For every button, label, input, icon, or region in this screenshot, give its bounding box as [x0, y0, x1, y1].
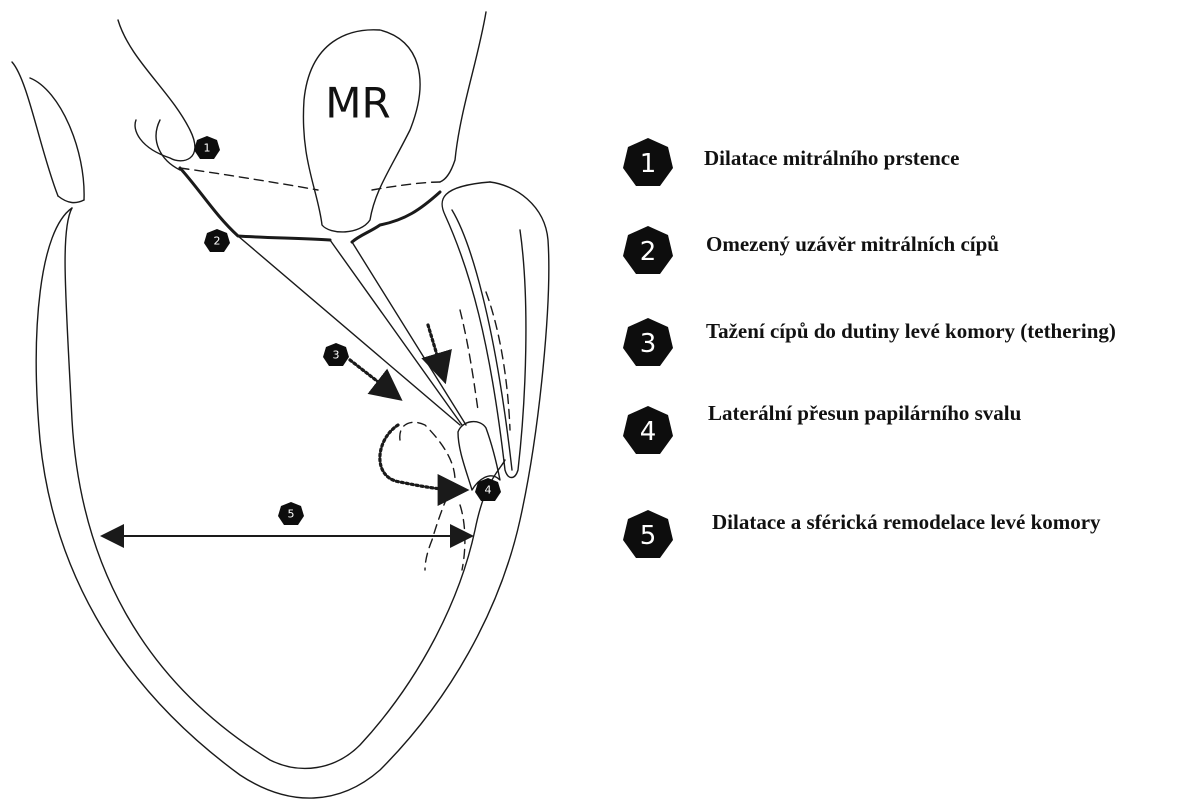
- svg-text:1: 1: [204, 142, 211, 155]
- chorda-3: [352, 242, 466, 425]
- left-atrium-wall-inner: [156, 120, 180, 170]
- legend-label-4: Laterální přesun papilárního svalu: [708, 401, 1022, 425]
- legend-label-2: Omezený uzávěr mitrálních cípů: [706, 232, 999, 256]
- legend-badge-number: 2: [640, 237, 657, 267]
- svg-text:4: 4: [485, 484, 492, 497]
- svg-text:2: 2: [214, 235, 221, 248]
- aorta-outline-left: [12, 62, 58, 196]
- legend-item-1: 1 Dilatace mitrálního prstence: [623, 138, 959, 186]
- chorda-1: [238, 236, 460, 425]
- wall-dashed-lower: [460, 505, 465, 570]
- figure-marker-3: 3: [323, 343, 349, 366]
- wall-dashed-inner-1: [460, 310, 478, 410]
- legend-item-4: 4 Laterální přesun papilárního svalu: [623, 401, 1022, 454]
- tethering-arrow-left: [350, 360, 395, 395]
- posterior-leaflet: [352, 192, 440, 242]
- heart-drawing: MR: [12, 12, 549, 798]
- posterior-wall-outer: [442, 182, 526, 478]
- svg-text:5: 5: [288, 508, 295, 521]
- papillary-origin-dashed: [400, 422, 455, 570]
- atrium-right-wall: [440, 12, 486, 182]
- legend-item-2: 2 Omezený uzávěr mitrálních cípů: [623, 226, 999, 274]
- figure-marker-2: 2: [204, 229, 230, 252]
- svg-text:3: 3: [333, 349, 340, 362]
- legend-label-5: Dilatace a sférická remodelace levé komo…: [712, 510, 1101, 534]
- chorda-2: [330, 240, 462, 425]
- legend-item-3: 3 Tažení cípů do dutiny levé komory (tet…: [623, 318, 1116, 366]
- figure-marker-1: 1: [194, 136, 220, 159]
- figure-marker-5: 5: [278, 502, 304, 525]
- legend-item-5: 5 Dilatace a sférická remodelace levé ko…: [623, 510, 1101, 558]
- legend-badge-number: 4: [640, 417, 657, 447]
- annulus-dashed: [180, 168, 318, 190]
- legend-badge-number: 3: [640, 329, 657, 359]
- posterior-wall-inner: [452, 210, 512, 470]
- legend: 1 Dilatace mitrálního prstence 2 Omezený…: [623, 138, 1116, 558]
- legend-badge-number: 1: [640, 149, 657, 179]
- papillary-muscle: [458, 422, 500, 490]
- legend-badge-number: 5: [640, 521, 657, 551]
- papillary-shift-arrow: [380, 425, 460, 490]
- mr-label: MR: [325, 79, 390, 128]
- legend-label-3: Tažení cípů do dutiny levé komory (tethe…: [706, 319, 1116, 343]
- septum-cap: [58, 196, 84, 203]
- mr-jet: [303, 30, 420, 232]
- wall-dashed-inner-2: [486, 292, 510, 430]
- legend-label-1: Dilatace mitrálního prstence: [704, 146, 959, 170]
- aorta-outline-right: [30, 78, 84, 200]
